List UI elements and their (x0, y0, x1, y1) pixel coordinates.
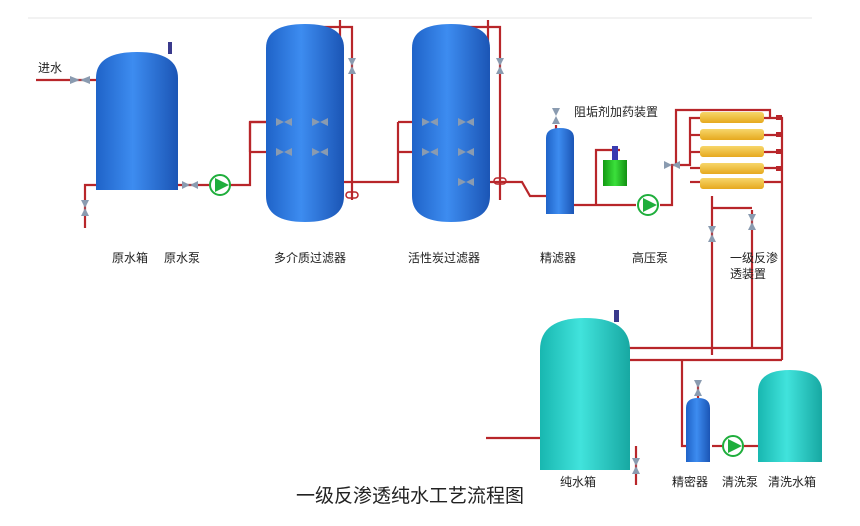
antiscalant-label: 阻垢剂加药装置 (574, 104, 658, 119)
inlet-label: 进水 (38, 61, 62, 75)
ro-label-line2: 透装置 (730, 267, 766, 281)
precision-filter-label: 精密器 (672, 474, 708, 489)
tank-vent-icon (168, 42, 172, 54)
carbon-filter-vessel (412, 24, 490, 222)
multimedia-filter-vessel (266, 24, 344, 222)
carbon-filter-label: 活性炭过滤器 (408, 251, 480, 265)
antiscalant-dosing-tank (603, 160, 627, 186)
wash-tank-label: 清洗水箱 (768, 474, 816, 489)
pure-tank-vent-icon (614, 310, 619, 322)
fine-filter-vessel (546, 128, 574, 214)
loop-fitting-icon (493, 177, 507, 185)
fine-filter-label: 精滤器 (540, 251, 576, 265)
wash-pump-label: 清洗泵 (722, 475, 758, 489)
hp-pump-label: 高压泵 (632, 250, 668, 265)
raw-tank-label: 原水箱 (112, 250, 148, 265)
ro-membrane-rack (700, 112, 782, 189)
raw-water-tank (96, 52, 178, 190)
high-pressure-pump-icon (637, 194, 659, 216)
pure-water-tank (540, 318, 630, 470)
dosing-motor-icon (612, 146, 618, 160)
ro-label-line1: 一级反渗 (730, 250, 778, 265)
wash-pump-icon (722, 435, 744, 457)
multimedia-filter-label: 多介质过滤器 (274, 251, 346, 265)
diagram-title: 一级反渗透纯水工艺流程图 (296, 485, 524, 507)
valve-icons (70, 58, 756, 474)
pure-tank-label: 纯水箱 (560, 474, 596, 489)
raw-pump-label: 原水泵 (164, 251, 200, 265)
wash-water-tank (758, 370, 822, 462)
loop-fitting-icon (345, 191, 359, 199)
precision-filter-vessel (686, 398, 710, 462)
raw-water-pump-icon (209, 174, 231, 196)
